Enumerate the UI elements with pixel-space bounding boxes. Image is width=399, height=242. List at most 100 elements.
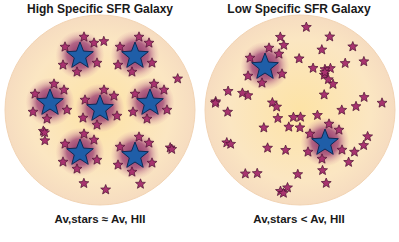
small-star bbox=[60, 42, 70, 51]
small-star bbox=[113, 60, 123, 69]
star-cluster bbox=[76, 84, 124, 132]
big-star bbox=[137, 89, 164, 114]
big-star bbox=[67, 139, 94, 164]
small-star bbox=[59, 85, 69, 94]
small-star bbox=[136, 179, 146, 189]
small-star bbox=[319, 90, 329, 99]
small-star bbox=[62, 105, 72, 114]
small-star bbox=[115, 142, 125, 151]
small-star bbox=[130, 89, 140, 98]
small-star bbox=[113, 160, 123, 169]
dust-halo bbox=[111, 31, 159, 79]
small-star bbox=[223, 86, 233, 95]
small-star bbox=[210, 98, 220, 107]
big-star bbox=[312, 129, 339, 154]
small-star bbox=[79, 178, 89, 187]
small-star bbox=[243, 71, 253, 80]
small-star bbox=[348, 42, 358, 51]
small-star bbox=[359, 140, 369, 149]
dust-halo bbox=[26, 78, 74, 126]
star-cluster bbox=[56, 128, 104, 176]
small-star bbox=[167, 144, 177, 154]
small-star bbox=[128, 107, 138, 116]
small-star bbox=[127, 67, 137, 76]
big-star bbox=[37, 89, 64, 114]
small-star bbox=[79, 129, 89, 138]
small-star bbox=[80, 95, 90, 104]
small-star bbox=[301, 22, 311, 31]
galaxy-panel: Low Specific SFR GalaxyAv,stars < Av, HI… bbox=[199, 0, 399, 242]
small-star bbox=[324, 119, 334, 128]
small-star bbox=[257, 78, 267, 87]
big-star bbox=[122, 42, 149, 67]
small-star bbox=[72, 164, 82, 173]
small-star bbox=[328, 79, 338, 88]
star-cluster bbox=[56, 31, 104, 79]
small-star bbox=[92, 58, 102, 67]
small-star bbox=[127, 167, 137, 176]
small-star bbox=[89, 135, 99, 144]
small-star bbox=[89, 38, 99, 47]
dust-halo bbox=[111, 131, 159, 179]
galaxy-panel: High Specific SFR GalaxyAv,stars ≈ Av, H… bbox=[0, 0, 200, 242]
small-star bbox=[305, 129, 315, 138]
small-star bbox=[159, 85, 169, 94]
star-cluster bbox=[26, 78, 74, 126]
small-star bbox=[60, 139, 70, 148]
small-star bbox=[252, 168, 262, 177]
small-star bbox=[318, 165, 328, 174]
small-star bbox=[58, 60, 68, 69]
small-star bbox=[272, 102, 282, 111]
small-star bbox=[30, 89, 40, 98]
small-star bbox=[317, 45, 327, 54]
small-star bbox=[226, 139, 236, 148]
small-star bbox=[134, 132, 144, 141]
panel-title: Low Specific SFR Galaxy bbox=[227, 2, 370, 16]
big-star bbox=[252, 53, 279, 78]
small-star bbox=[279, 188, 289, 197]
small-star bbox=[337, 105, 347, 114]
dust-halo bbox=[56, 31, 104, 79]
extinction-relation: Av,stars ≈ Av, HII bbox=[55, 213, 146, 225]
big-star bbox=[87, 95, 114, 120]
small-star bbox=[359, 56, 369, 65]
small-star bbox=[49, 79, 59, 88]
small-star bbox=[294, 54, 304, 63]
small-star bbox=[321, 178, 331, 187]
small-star bbox=[147, 158, 157, 167]
small-star bbox=[295, 123, 305, 132]
big-star bbox=[67, 42, 94, 67]
small-star bbox=[223, 107, 233, 116]
small-star bbox=[28, 107, 38, 116]
dust-halo bbox=[56, 128, 104, 176]
star-field bbox=[210, 22, 387, 197]
small-star bbox=[334, 125, 344, 134]
small-star bbox=[240, 169, 250, 178]
panel-title: High Specific SFR Galaxy bbox=[27, 2, 173, 16]
small-star bbox=[350, 147, 360, 156]
small-star bbox=[359, 92, 369, 101]
small-star bbox=[42, 114, 52, 123]
small-star bbox=[92, 155, 102, 164]
galaxy-disk bbox=[5, 15, 195, 205]
small-star bbox=[92, 120, 102, 129]
small-star bbox=[112, 111, 122, 120]
star-cluster bbox=[111, 31, 159, 79]
dust-halo bbox=[76, 84, 124, 132]
small-star bbox=[320, 67, 330, 77]
small-star bbox=[337, 145, 347, 154]
small-star bbox=[313, 110, 323, 119]
small-star bbox=[284, 122, 294, 131]
small-star bbox=[238, 88, 248, 97]
small-star bbox=[79, 32, 89, 41]
star-cluster bbox=[111, 131, 159, 179]
extinction-relation: Av,stars < Av, HII bbox=[253, 213, 344, 225]
dust-halo bbox=[126, 78, 174, 126]
small-star bbox=[317, 154, 327, 163]
small-star bbox=[162, 105, 172, 114]
small-star bbox=[377, 98, 387, 107]
small-star bbox=[147, 58, 157, 67]
small-star bbox=[78, 113, 88, 122]
small-star bbox=[72, 67, 82, 76]
dust-halo bbox=[241, 42, 289, 90]
